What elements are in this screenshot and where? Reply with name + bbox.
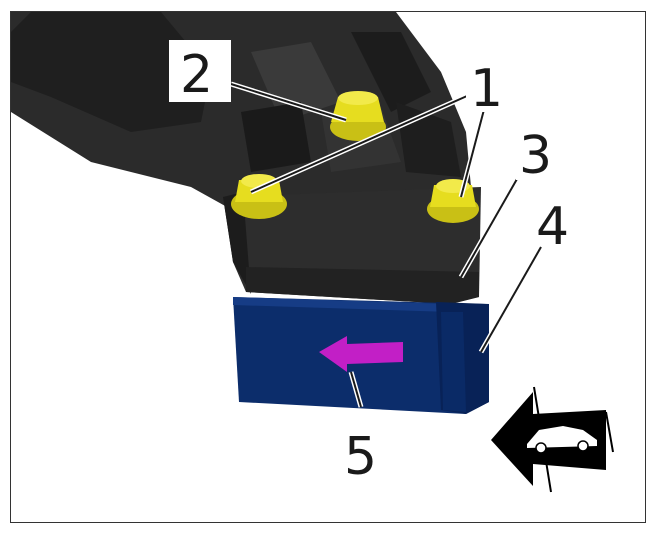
callout-2-box — [169, 40, 231, 102]
magenta-arrow — [319, 336, 403, 372]
upper-bracket — [11, 12, 471, 212]
callout-1-box — [466, 54, 506, 112]
callout-2: 2 — [180, 45, 213, 105]
callout-5: 5 — [344, 427, 377, 487]
callout-1: 1 — [470, 59, 503, 119]
diagram-frame: 2 1 3 4 5 — [10, 11, 646, 523]
lower-bracket — [223, 187, 481, 304]
diagram-canvas: 2 1 3 4 5 — [11, 12, 614, 493]
callout-leaders-inner — [230, 83, 542, 408]
callout-3: 3 — [519, 126, 552, 186]
callout-3-box — [516, 122, 556, 180]
callout-4: 4 — [536, 197, 569, 257]
car-icon — [527, 426, 597, 454]
bolt-1-right — [427, 179, 479, 223]
